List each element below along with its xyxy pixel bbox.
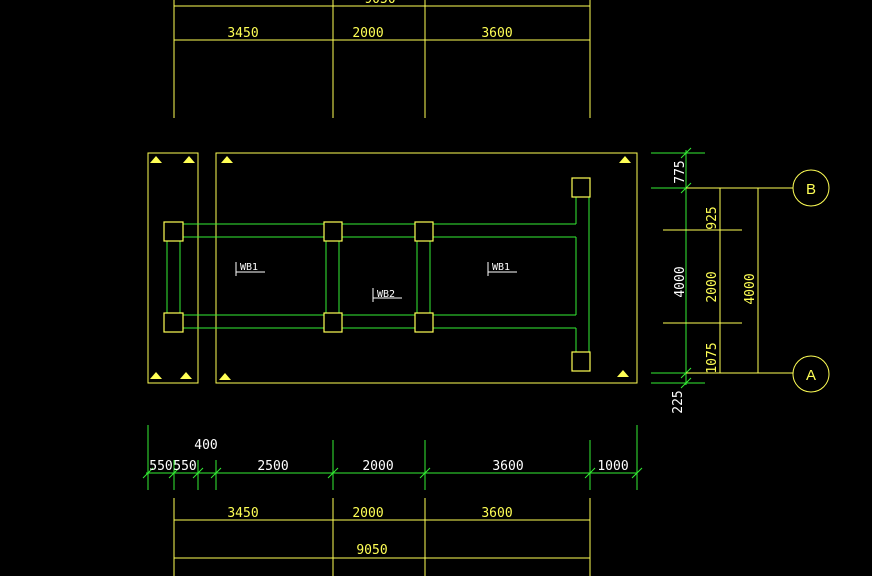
- right-dim-775: 775: [673, 160, 688, 183]
- column: [571, 351, 591, 372]
- top-dim-2: 2000: [352, 26, 383, 41]
- bottom-chain-dim-2: 550: [173, 459, 196, 474]
- support-marker: [219, 373, 231, 380]
- column: [414, 312, 434, 333]
- right-dim-2000: 2000: [705, 271, 720, 302]
- slab-label-text: WB1: [240, 262, 258, 273]
- top-dim-1: 3450: [227, 26, 258, 41]
- bottom-extra-dim: 400: [194, 438, 217, 453]
- top-dim-3: 3600: [481, 26, 512, 41]
- bottom-chain-dim-1: 550: [149, 459, 172, 474]
- column: [163, 312, 184, 333]
- columns: [163, 177, 591, 372]
- axis-bubble-a[interactable]: A: [792, 355, 830, 393]
- bottom-chain-dim-4: 2000: [362, 459, 393, 474]
- column: [323, 221, 343, 242]
- bottom-chain-dim-3: 2500: [257, 459, 288, 474]
- slab-label-2: WB2: [372, 288, 402, 302]
- slab-label-1: WB1: [235, 262, 265, 276]
- support-marker: [183, 156, 195, 163]
- right-dim-225: 225: [671, 390, 686, 413]
- right-dim-1075: 1075: [705, 342, 720, 373]
- support-marker: [150, 156, 162, 163]
- axis-bubble-b[interactable]: B: [792, 169, 830, 207]
- bottom-chain-dim-6: 1000: [597, 459, 628, 474]
- left-slab-frame: [147, 152, 199, 384]
- support-marker: [617, 370, 629, 377]
- beam-lines: [166, 197, 590, 352]
- support-marker: [180, 372, 192, 379]
- support-marker: [150, 372, 162, 379]
- top-total-dim: 9050: [364, 0, 395, 7]
- axis-label: A: [806, 367, 816, 384]
- column: [323, 312, 343, 333]
- bottom-dim-lines: [173, 498, 591, 576]
- bottom-total-dim: 9050: [356, 543, 387, 558]
- column: [414, 221, 434, 242]
- bottom-dim-2: 2000: [352, 506, 383, 521]
- main-slab-frame: [215, 152, 638, 384]
- right-inner-dim-lines: [663, 187, 793, 374]
- support-markers: [150, 156, 631, 380]
- right-dim-925: 925: [705, 206, 720, 229]
- slab-label-text: WB2: [377, 289, 395, 300]
- bottom-chain-dim-5: 3600: [492, 459, 523, 474]
- support-marker: [619, 156, 631, 163]
- axis-label: B: [806, 181, 816, 198]
- right-dim-4000-total: 4000: [743, 273, 758, 304]
- column: [571, 177, 591, 198]
- column: [163, 221, 184, 242]
- bottom-chain-dim-lines: [142, 425, 643, 490]
- right-dim-4000-outer: 4000: [673, 266, 688, 297]
- top-dimension-block: [173, 0, 591, 118]
- support-marker: [221, 156, 233, 163]
- bottom-dim-1: 3450: [227, 506, 258, 521]
- slab-label-text: WB1: [492, 262, 510, 273]
- slab-label-3: WB1: [487, 262, 517, 276]
- bottom-dim-3: 3600: [481, 506, 512, 521]
